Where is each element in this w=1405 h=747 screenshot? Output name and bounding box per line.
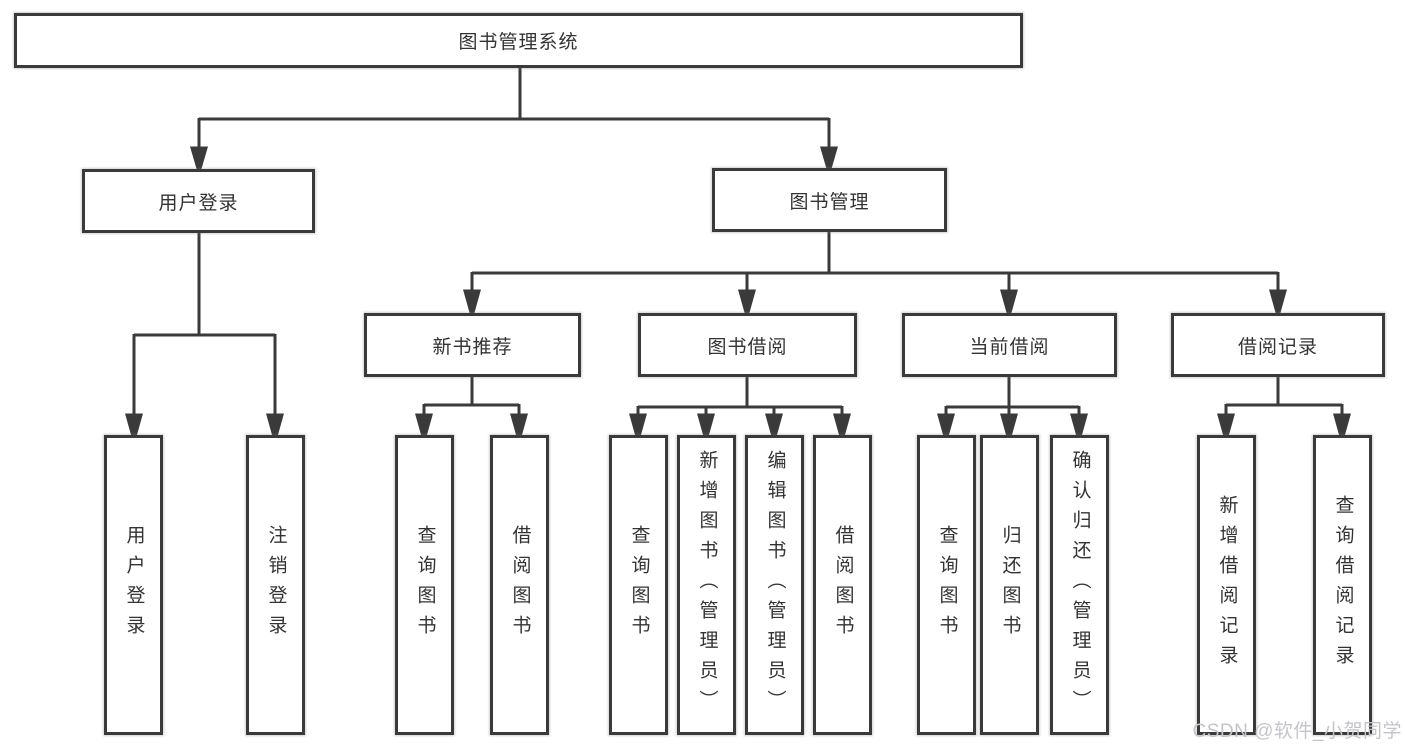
node-book-management: 图书管理 [712, 168, 947, 232]
leaf-user-login-label: 用户登录 [123, 525, 145, 645]
leaf-query-borrow-record: 查询借阅记录 [1313, 435, 1372, 735]
leaf-logout: 注销登录 [246, 435, 305, 735]
leaf-user-login: 用户登录 [104, 435, 163, 735]
connector-current-borrow-to-leaves [937, 376, 1088, 446]
leaf-add-borrow-record-label: 新增借阅记录 [1216, 495, 1238, 675]
node-root-system-label: 图书管理系统 [458, 32, 579, 53]
node-current-borrow: 当前借阅 [902, 313, 1117, 377]
connector-book-borrow-to-leaves [629, 376, 851, 446]
leaf-confirm-return-admin-label: 确认归还（管理员） [1069, 450, 1091, 720]
leaf-borrow-books: 借阅图书 [813, 435, 872, 735]
node-root-system: 图书管理系统 [14, 13, 1023, 68]
node-borrow-records: 借阅记录 [1171, 313, 1385, 377]
connector-root-to-level2 [190, 67, 838, 178]
connector-new-book-to-leaves [415, 376, 528, 446]
node-user-login: 用户登录 [82, 169, 315, 233]
leaf-query-books-borrow: 查询图书 [609, 435, 668, 735]
leaf-query-books-current-label: 查询图书 [936, 525, 958, 645]
leaf-logout-label: 注销登录 [265, 525, 287, 645]
leaf-borrow-books-label: 借阅图书 [832, 525, 854, 645]
leaf-query-books-recommend-label: 查询图书 [414, 525, 436, 645]
leaf-borrow-books-recommend: 借阅图书 [490, 435, 549, 735]
leaf-return-books-label: 归还图书 [999, 525, 1021, 645]
connector-user-login-to-leaves [125, 232, 284, 446]
leaf-add-borrow-record: 新增借阅记录 [1197, 435, 1256, 735]
leaf-edit-books-admin: 编辑图书（管理员） [745, 435, 804, 735]
leaf-add-books-admin: 新增图书（管理员） [677, 435, 736, 735]
node-current-borrow-label: 当前借阅 [969, 336, 1050, 358]
leaf-query-books-borrow-label: 查询图书 [628, 525, 650, 645]
leaf-query-books-current: 查询图书 [917, 435, 976, 735]
leaf-return-books: 归还图书 [980, 435, 1039, 735]
node-book-borrow-label: 图书借阅 [707, 336, 788, 358]
leaf-borrow-books-recommend-label: 借阅图书 [509, 525, 531, 645]
connector-book-mgmt-to-level3 [463, 231, 1287, 322]
node-new-book-recommend-label: 新书推荐 [432, 336, 513, 358]
node-user-login-label: 用户登录 [158, 192, 239, 214]
leaf-edit-books-admin-label: 编辑图书（管理员） [764, 450, 786, 720]
leaf-query-borrow-record-label: 查询借阅记录 [1332, 495, 1354, 675]
node-borrow-records-label: 借阅记录 [1237, 336, 1318, 358]
connector-borrow-records-to-leaves [1217, 376, 1351, 446]
csdn-watermark: CSDN @软件_小贺同学 [1192, 721, 1402, 742]
node-book-management-label: 图书管理 [789, 191, 870, 213]
leaf-confirm-return-admin: 确认归还（管理员） [1050, 435, 1109, 735]
node-book-borrow: 图书借阅 [638, 313, 857, 377]
leaf-add-books-admin-label: 新增图书（管理员） [696, 450, 718, 720]
leaf-query-books-recommend: 查询图书 [395, 435, 454, 735]
node-new-book-recommend: 新书推荐 [364, 313, 581, 377]
